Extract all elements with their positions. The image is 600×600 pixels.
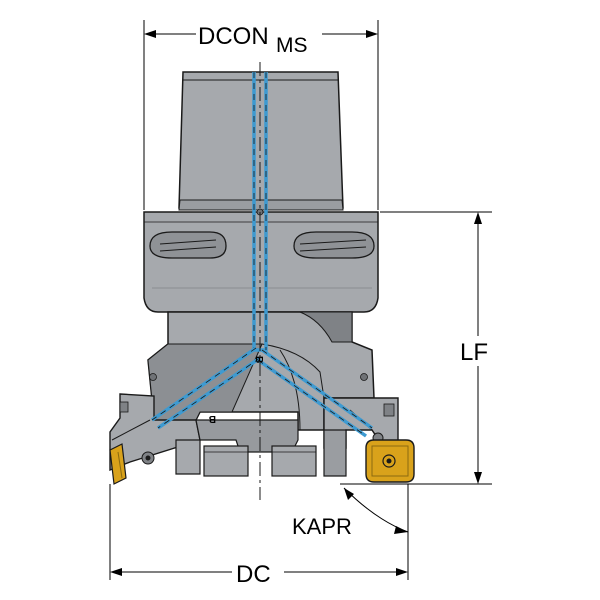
dcon-label: DCON (198, 23, 269, 50)
dim-dcon: DCON MS (143, 20, 379, 210)
body-flange (143, 211, 379, 313)
lower-teeth (175, 419, 317, 477)
right-tooth (323, 397, 399, 477)
dim-dc: DC (109, 484, 409, 588)
mark-b-left: B (209, 413, 216, 424)
mark-b-center: B (253, 356, 264, 363)
dim-lf: LF (340, 211, 492, 485)
drive-slot-right (293, 231, 375, 259)
left-tooth (109, 393, 201, 472)
drive-slot-left (149, 231, 227, 259)
dim-kapr: KAPR (292, 487, 409, 539)
kapr-label: KAPR (292, 514, 352, 539)
left-insert (109, 443, 127, 485)
dcon-sub-label: MS (276, 34, 308, 57)
dc-label: DC (236, 561, 271, 588)
right-insert (365, 439, 415, 483)
shank (178, 71, 344, 211)
lf-label: LF (460, 339, 488, 366)
